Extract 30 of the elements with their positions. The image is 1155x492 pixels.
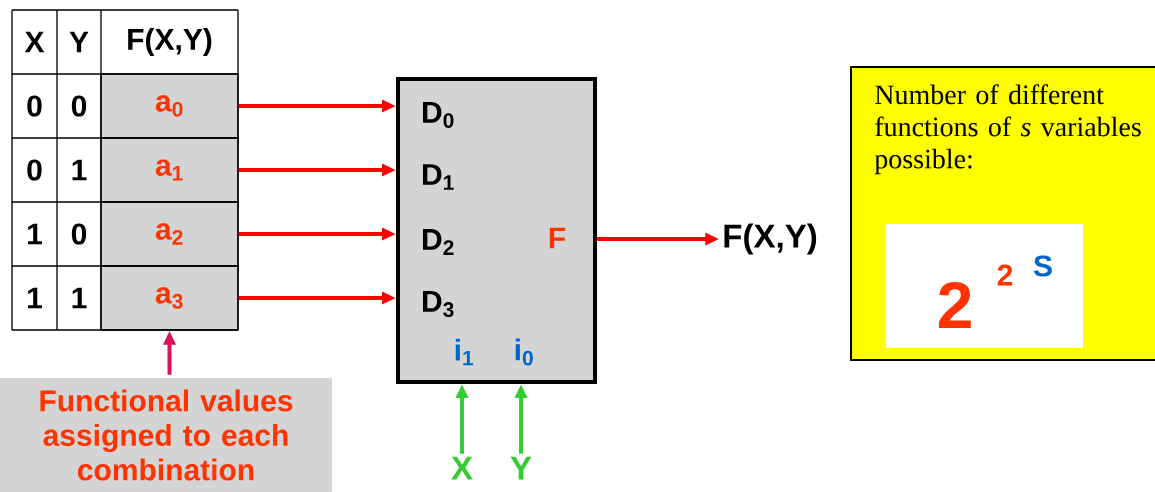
table-cell: a$_{1}$	[100, 137, 239, 203]
table-cell: a$_{2}$	[100, 201, 239, 267]
table-cell: Y	[69, 31, 89, 53]
port-label: i$_{0}$	[515, 338, 533, 366]
port-label: D$_{0}$	[423, 102, 454, 128]
formula-text: S	[1033, 255, 1052, 277]
formula-text: 2	[997, 264, 1013, 286]
table-cell: 0	[71, 95, 87, 117]
table-cell: 0	[27, 95, 42, 117]
table-cell: 1	[72, 159, 87, 181]
table-cell: X	[24, 31, 45, 53]
output-label: F(X,Y)	[724, 223, 817, 255]
table-cell: a$_{3}$	[100, 265, 239, 331]
port-label: i$_{1}$	[455, 338, 474, 366]
note-text: Number of different functions of s variables possible:	[874, 84, 1141, 175]
table-cell: 0	[71, 223, 87, 245]
input-label: X	[451, 456, 473, 480]
table-cell: a$_{0}$	[100, 73, 239, 139]
port-label: F	[549, 227, 566, 249]
table-cell: 1	[28, 223, 42, 245]
input-label: Y	[510, 456, 532, 480]
table-cell: 0	[27, 159, 42, 181]
formula-text: 2	[938, 281, 971, 329]
table-cell: 1	[28, 287, 42, 309]
table-cell: 1	[72, 287, 87, 309]
table-cell: F(X,Y)	[128, 28, 212, 56]
port-label: D$_{1}$	[423, 164, 454, 190]
port-label: D$_{2}$	[423, 229, 454, 255]
note-box: Functional values assigned to each combination	[0, 378, 332, 492]
port-label: D$_{3}$	[423, 291, 454, 317]
